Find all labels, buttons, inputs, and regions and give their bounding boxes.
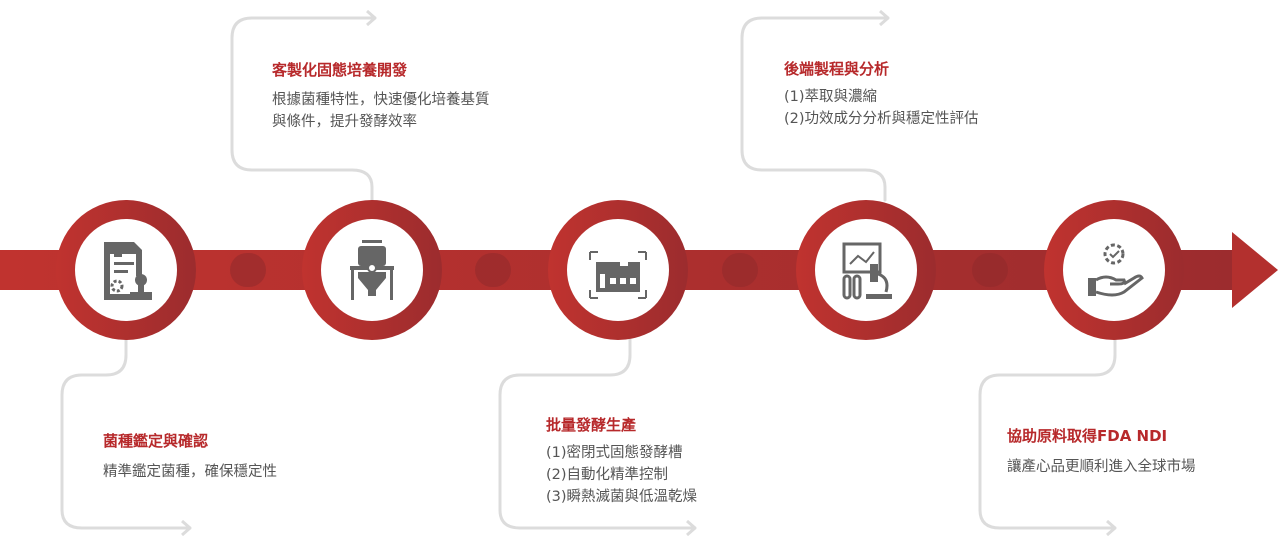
step-desc: 與條件，提升發酵效率 xyxy=(272,114,417,130)
step-5-text: 協助原料取得FDA NDI 讓產心品更順利進入全球市場 xyxy=(1007,425,1196,478)
step-4-node xyxy=(796,200,936,340)
step-desc: (3)瞬熱滅菌與低溫乾燥 xyxy=(546,489,698,505)
step-desc: (2)功效成分分析與穩定性評估 xyxy=(784,111,979,127)
fermenter-tank-icon xyxy=(350,240,394,300)
hand-gear-icon xyxy=(1088,243,1144,297)
connector-1 xyxy=(60,338,192,528)
step-title: 菌種鑑定與確認 xyxy=(103,432,209,450)
step-2-text: 客製化固態培養開發 根據菌種特性，快速優化培養基質 與條件，提升發酵效率 xyxy=(272,59,490,133)
lab-analysis-icon xyxy=(842,242,892,300)
factory-icon xyxy=(589,251,647,299)
step-title: 後端製程與分析 xyxy=(784,60,890,78)
step-desc: (2)自動化精準控制 xyxy=(546,467,669,483)
step-desc: (1)萃取與濃縮 xyxy=(784,89,878,105)
step-title: 客製化固態培養開發 xyxy=(272,61,408,79)
connector-3 xyxy=(498,338,697,528)
step-title: 協助原料取得FDA NDI xyxy=(1007,427,1168,445)
step-1-text: 菌種鑑定與確認 精準鑑定菌種，確保穩定性 xyxy=(103,430,277,483)
step-4-text: 後端製程與分析 (1)萃取與濃縮 (2)功效成分分析與穩定性評估 xyxy=(784,58,979,130)
step-1-node xyxy=(56,200,196,340)
step-desc: 讓產心品更順利進入全球市場 xyxy=(1007,459,1196,475)
connector-2 xyxy=(230,18,377,202)
connector-4 xyxy=(740,18,890,202)
step-title: 批量發酵生產 xyxy=(546,416,637,434)
document-stamp-icon xyxy=(104,242,152,300)
step-desc: 根據菌種特性，快速優化培養基質 xyxy=(272,92,490,108)
step-desc: (1)密閉式固態發酵槽 xyxy=(546,445,683,461)
step-3-text: 批量發酵生產 (1)密閉式固態發酵槽 (2)自動化精準控制 (3)瞬熱滅菌與低溫… xyxy=(546,414,697,508)
step-3-node xyxy=(548,200,688,340)
step-2-node xyxy=(302,200,442,340)
step-5-node xyxy=(1044,200,1184,340)
step-desc: 精準鑑定菌種，確保穩定性 xyxy=(103,464,277,480)
connector-5 xyxy=(978,338,1117,528)
